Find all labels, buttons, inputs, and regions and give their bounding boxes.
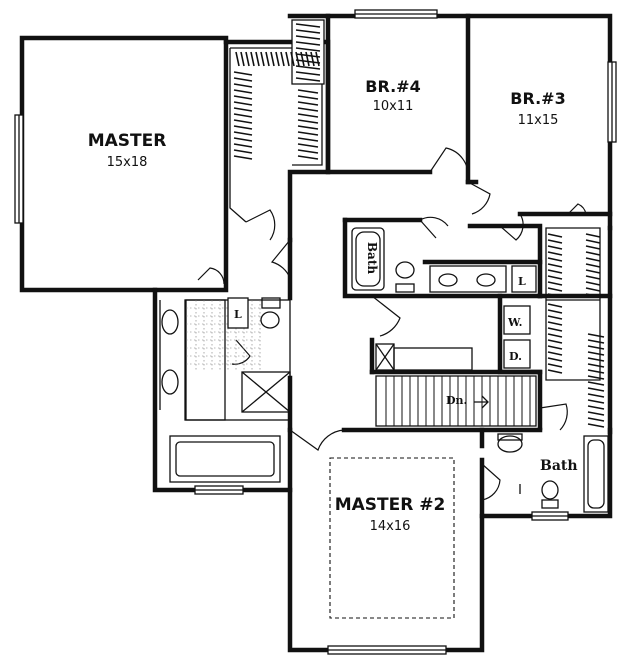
linen-label-2: L xyxy=(518,275,526,288)
stairs: Dn. xyxy=(375,375,537,427)
room-size-br4: 10x11 xyxy=(373,99,414,114)
room-name-master: MASTER xyxy=(88,131,167,151)
dryer-label: D. xyxy=(509,350,522,363)
tray-ceiling-outline xyxy=(329,457,455,619)
room-size-br3: 11x15 xyxy=(518,113,559,128)
stair-down-label: Dn. xyxy=(446,394,467,407)
right-bath: Bath xyxy=(497,433,609,513)
bath-tub-label: Bath xyxy=(365,242,379,274)
linen-label: L xyxy=(234,308,242,321)
room-size-master2: 14x16 xyxy=(370,519,411,534)
master-bath: L xyxy=(159,297,291,483)
room-name-br4: BR.#4 xyxy=(365,77,420,96)
closets xyxy=(229,19,605,428)
hall-bath: Bath L xyxy=(351,227,537,293)
room-labels: MASTER 15x18 BR.#4 10x11 BR.#3 11x15 MAS… xyxy=(88,77,566,534)
bath-room-label: Bath xyxy=(540,458,578,474)
washer-label: W. xyxy=(507,316,522,329)
windows xyxy=(14,9,617,655)
laundry: W. D. xyxy=(375,305,531,371)
room-name-br3: BR.#3 xyxy=(510,89,565,108)
doors xyxy=(197,147,587,501)
room-name-master2: MASTER #2 xyxy=(335,495,446,515)
room-size-master: 15x18 xyxy=(107,155,148,170)
